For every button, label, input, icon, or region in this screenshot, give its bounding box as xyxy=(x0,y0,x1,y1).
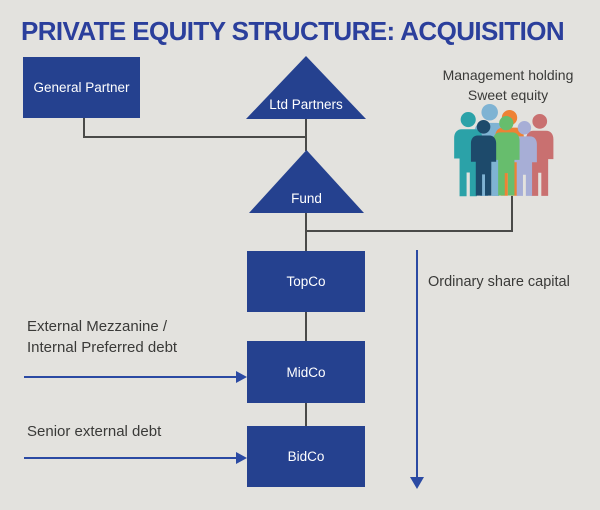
label-ordinary-share-capital: Ordinary share capital xyxy=(428,274,570,290)
connector-gp-horizontal xyxy=(83,136,307,138)
label-management-holding: Management holding Sweet equity xyxy=(418,65,598,105)
people-group-icon xyxy=(454,104,554,197)
node-topco: TopCo xyxy=(247,251,365,312)
node-topco-label: TopCo xyxy=(286,274,326,289)
page-title: PRIVATE EQUITY STRUCTURE: ACQUISITION xyxy=(21,16,565,46)
label-management-line1: Management holding xyxy=(442,67,574,83)
connector-ltdpartners-fund xyxy=(305,119,307,151)
node-general-partner-label: General Partner xyxy=(33,80,130,95)
label-mezzanine: External Mezzanine / Internal Preferred … xyxy=(27,316,177,358)
arrow-ordinary-share-line xyxy=(416,250,418,478)
connector-midco-bidco xyxy=(305,402,307,427)
node-fund-label: Fund xyxy=(291,191,322,206)
label-mezzanine-line1: External Mezzanine / xyxy=(27,318,168,335)
arrow-senior-debt-line xyxy=(24,457,238,459)
connector-gp-down xyxy=(83,118,85,138)
arrow-senior-debt-head xyxy=(236,452,247,464)
connector-people-down xyxy=(511,196,513,232)
label-management-line2: Sweet equity xyxy=(467,87,549,103)
node-bidco: BidCo xyxy=(247,426,365,487)
node-midco-label: MidCo xyxy=(286,364,326,380)
arrow-ordinary-share-head xyxy=(410,477,424,489)
arrow-mezzanine-head xyxy=(236,371,247,383)
label-senior-debt: Senior external debt xyxy=(27,423,162,440)
node-ltd-partners: Ltd Partners xyxy=(246,56,366,119)
node-general-partner: General Partner xyxy=(23,57,140,118)
connector-branch-horizontal xyxy=(306,230,513,232)
node-midco: MidCo xyxy=(247,341,365,403)
connector-fund-topco xyxy=(305,212,307,252)
label-mezzanine-line2: Internal Preferred debt xyxy=(27,339,178,356)
node-ltd-partners-label: Ltd Partners xyxy=(269,97,343,112)
node-bidco-label: BidCo xyxy=(287,449,325,464)
node-fund: Fund xyxy=(249,150,364,213)
arrow-mezzanine-line xyxy=(24,376,238,378)
connector-topco-midco xyxy=(305,312,307,342)
